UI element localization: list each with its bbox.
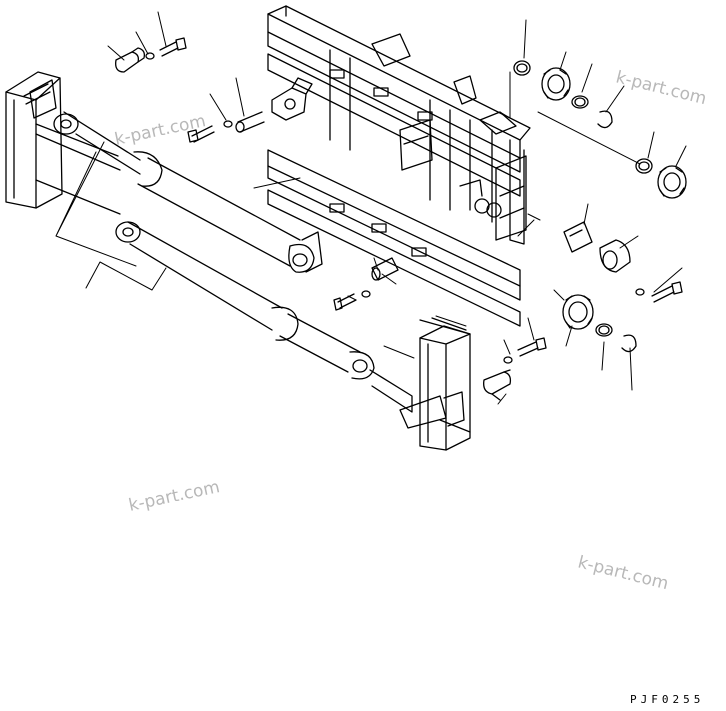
pin-center: [372, 258, 398, 280]
washer-mid-left: [224, 121, 232, 127]
drawing-code: PJF0255: [630, 693, 704, 706]
carriage-frame: [268, 6, 530, 326]
shim-lower: [596, 324, 612, 336]
bolt-upper-left: [160, 38, 186, 56]
roller-top: [542, 68, 570, 100]
lower-cylinder: [116, 222, 412, 412]
watermark-3: k-part.com: [127, 477, 222, 516]
snap-ring-top: [514, 61, 530, 75]
watermark-4: k-part.com: [576, 552, 671, 594]
watermark-2: k-part.com: [113, 111, 208, 150]
roller-lower: [563, 295, 593, 329]
bracket-top: [272, 78, 312, 120]
spacer-right-a: [636, 159, 652, 173]
left-fork-hook: [6, 72, 120, 214]
upper-cylinder: [54, 112, 322, 272]
bracket-right: [564, 222, 592, 252]
bolt-lower-right: [504, 338, 546, 363]
side-roller: [600, 240, 630, 272]
pin-upper-left: [116, 48, 145, 72]
pin-lower: [484, 370, 511, 400]
washer-right: [636, 289, 644, 295]
bolt-mid-left: [188, 126, 214, 142]
shim-top: [572, 96, 588, 108]
circlip-top: [598, 111, 612, 127]
washer-upper-left: [146, 53, 154, 59]
right-fork-hook: [400, 318, 470, 450]
bolt-center: [334, 291, 370, 310]
bolt-right: [652, 282, 682, 302]
roller-right: [658, 166, 686, 198]
watermark-1: k-part.com: [614, 67, 709, 109]
leader-lines: [56, 12, 686, 404]
circlip-lower: [622, 335, 636, 351]
pin-mid-left: [236, 112, 264, 132]
